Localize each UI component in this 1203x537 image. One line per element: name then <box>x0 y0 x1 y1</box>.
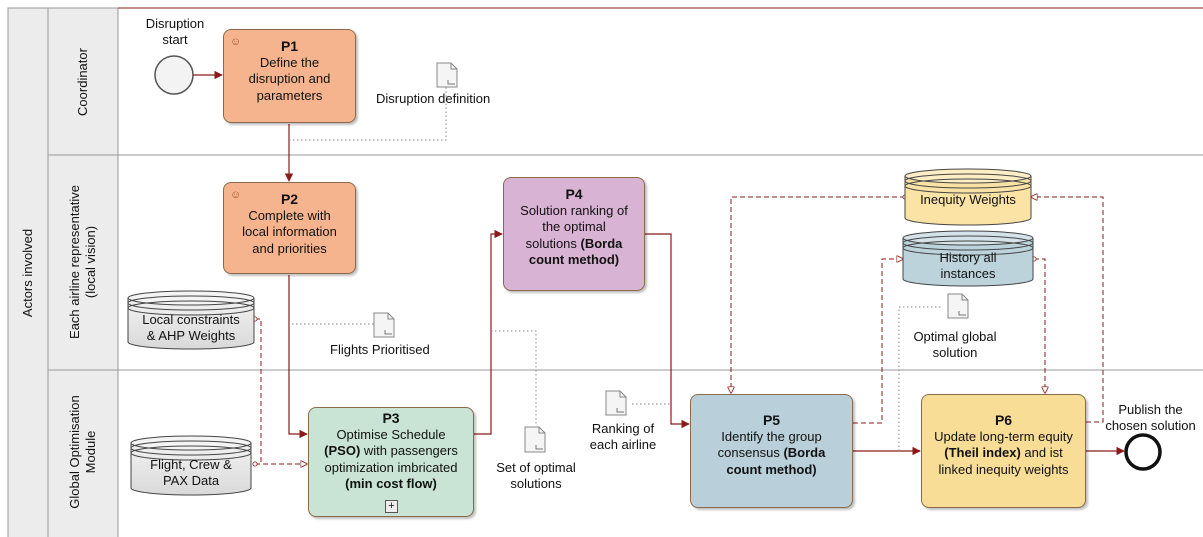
datastore-inequity-weights-label: Inequity Weights <box>920 192 1016 207</box>
pool-frame <box>7 7 1203 537</box>
task-p5[interactable]: P5 Identify the group consensus (Borda c… <box>690 394 853 508</box>
datastore-inequity-weights <box>904 168 1032 226</box>
start-event-label: Disruption start <box>145 16 205 47</box>
task-p1[interactable]: ☺ P1 Define the disruption and parameter… <box>223 29 356 123</box>
task-p6[interactable]: P6 Update long-term equity (Theil index)… <box>921 394 1086 508</box>
datastore-local-constraints <box>127 290 255 350</box>
data-object-set-optimal <box>524 426 546 453</box>
data-object-disruption-definition <box>436 62 458 88</box>
data-object-flights-prioritised <box>373 312 395 338</box>
datastore-flight-crew-pax <box>130 435 252 496</box>
task-p3[interactable]: P3 Optimise Schedule (PSO) with passenge… <box>308 407 474 517</box>
datastore-history-label: History all instances <box>939 250 997 281</box>
lane-label-global: Global Optimisation Module <box>67 395 98 509</box>
datastore-history <box>902 230 1034 287</box>
data-object-disruption-definition-label: Disruption definition <box>376 91 491 106</box>
data-object-ranking <box>605 390 627 416</box>
data-object-flights-prioritised-label: Flights Prioritised <box>330 342 430 357</box>
lane-label-airline-rep: Each airline representative (local visio… <box>67 185 98 339</box>
user-task-icon: ☺ <box>230 36 242 48</box>
end-event <box>1124 433 1162 471</box>
start-event <box>154 55 194 95</box>
datastore-flight-crew-label: Flight, Crew & PAX Data <box>150 457 232 488</box>
task-p4[interactable]: P4 Solution ranking of the optimal solut… <box>503 177 645 291</box>
lane-label-coordinator: Coordinator <box>75 48 90 116</box>
subprocess-expand-icon[interactable]: + <box>385 500 398 513</box>
message-flows <box>252 197 1104 464</box>
data-object-optimal-global-label: Optimal global solution <box>913 329 997 360</box>
pool-label: Actors involved <box>20 228 35 318</box>
data-object-set-optimal-label: Set of optimal solutions <box>496 460 576 491</box>
sequence-flows <box>193 70 1125 456</box>
end-event-label: Publish the chosen solution <box>1105 402 1196 433</box>
data-object-optimal-global <box>947 293 969 319</box>
user-task-icon: ☺ <box>230 189 242 201</box>
data-object-ranking-label: Ranking of each airline <box>589 421 657 452</box>
task-p2[interactable]: ☺ P2 Complete with local information and… <box>223 182 356 274</box>
datastore-local-constraints-label: Local constraints & AHP Weights <box>142 312 240 343</box>
